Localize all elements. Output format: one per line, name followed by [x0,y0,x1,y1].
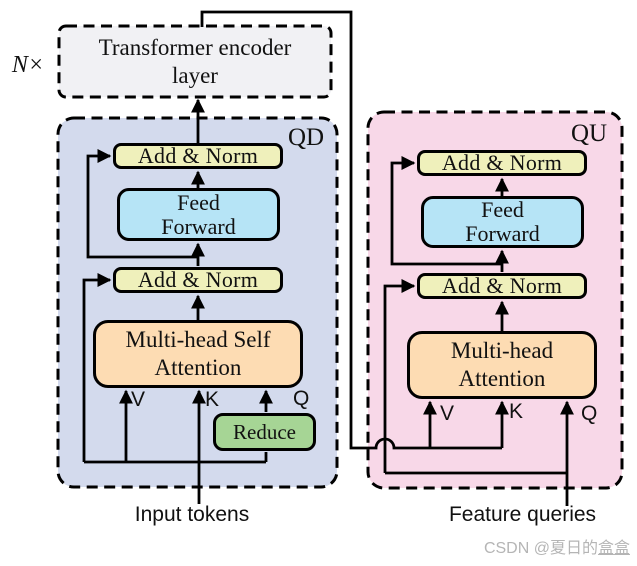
qu-multi-head-attention: Multi-head Attention [407,331,597,399]
qu-upper-residual-line [390,156,502,266]
qu-add-norm-top: Add & Norm [417,150,587,176]
input-tokens-label: Input tokens [134,503,250,526]
qu-add-norm-bottom: Add & Norm [417,273,587,299]
watermark: CSDN @夏日的盒盒 [440,534,630,558]
qd-reduce: Reduce [213,413,316,451]
qd-lower-residual-line [82,273,112,462]
repeat-count-label: N× [11,52,45,78]
qd-add-norm-top: Add & Norm [113,143,283,169]
qd-q-label: Q [293,387,310,410]
qd-v-label: V [131,388,146,411]
qu-k-label: K [509,400,524,423]
qd-multi-head-self-attention: Multi-head Self Attention [93,320,303,388]
watermark-prefix: CSDN @夏日的 [483,540,598,557]
encoder-layer-label: Transformer encoder layer [98,34,292,88]
qu-tag: QU [571,120,608,147]
qd-feed-forward: Feed Forward [117,188,280,241]
encoder-to-qu-loop-line [200,10,502,450]
qd-upper-residual-line [86,149,198,259]
qu-lower-residual-line [383,279,416,473]
qd-tag: QD [288,124,325,151]
qu-v-label: V [440,402,455,425]
watermark-underlined: 盒盒 [597,540,630,557]
qu-feed-forward: Feed Forward [421,196,584,248]
qd-add-norm-bottom: Add & Norm [113,267,283,293]
qd-k-label: K [205,388,220,411]
feature-queries-label: Feature queries [448,503,597,526]
qu-q-label: Q [581,402,598,425]
encoder-box [57,24,333,99]
